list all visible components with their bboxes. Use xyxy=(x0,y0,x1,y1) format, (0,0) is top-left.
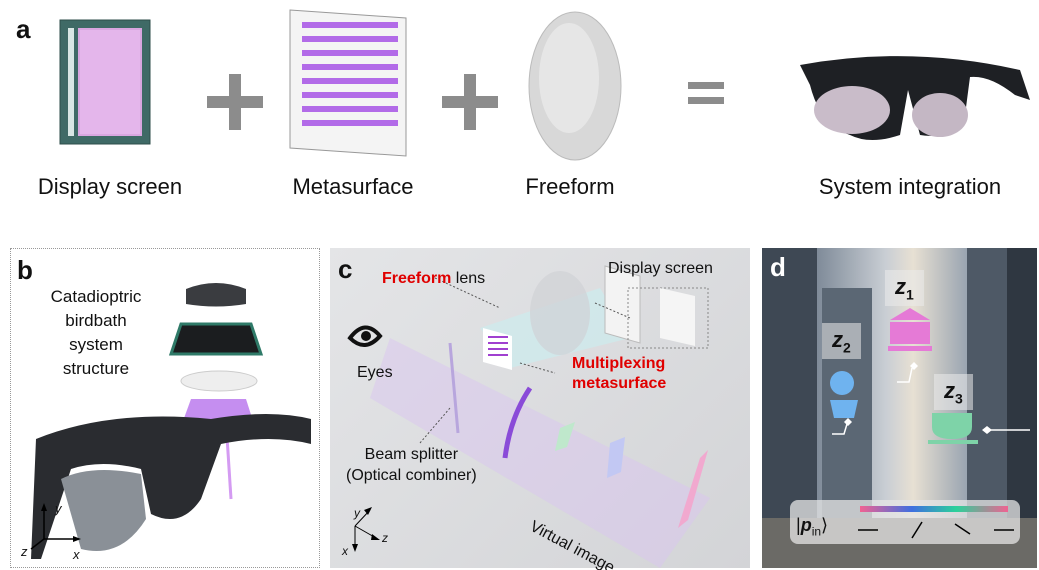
panel-a-label: a xyxy=(16,14,31,44)
panel-d: d z1 z2 z3 |pin⟩ xyxy=(762,248,1037,568)
polarization-arrows xyxy=(858,521,1014,539)
label-line: (Optical combiner) xyxy=(346,467,477,484)
label-line: metasurface xyxy=(572,375,667,392)
lens-word: lens xyxy=(451,270,486,287)
sub: 3 xyxy=(955,390,963,407)
optical-path-diagram xyxy=(347,265,710,568)
text-line: structure xyxy=(62,359,130,378)
var: z xyxy=(832,327,843,352)
label-line: Multiplexing xyxy=(572,355,666,372)
depth-z3-label: z3 xyxy=(934,374,973,411)
depth-z2-label: z2 xyxy=(822,323,861,360)
freeform-word: Freeform xyxy=(382,270,452,287)
ar-glasses-illustration xyxy=(800,56,1030,140)
panel-c: c Freeform lens Display screen Multiplex… xyxy=(330,248,750,570)
var: z xyxy=(895,274,906,299)
caption-display-screen: Display screen xyxy=(37,174,183,199)
depth-z1-label: z1 xyxy=(885,270,924,307)
eyes-label: Eyes xyxy=(357,364,393,381)
var: z xyxy=(944,378,955,403)
equals-operator xyxy=(688,82,724,104)
display-screen-illustration xyxy=(59,19,151,145)
multiplexing-metasurface-label: Multiplexing metasurface xyxy=(572,354,666,394)
panel-b: b Catadioptric birdbath system structure… xyxy=(10,248,320,568)
p-subscript: in xyxy=(811,524,822,539)
axis-z-label: z xyxy=(21,544,28,559)
caption-freeform: Freeform xyxy=(525,174,615,199)
panel-d-label: d xyxy=(770,252,786,282)
beam-splitter-label: Beam splitter (Optical combiner) xyxy=(346,444,477,486)
text-line: birdbath xyxy=(65,311,127,330)
panel-b-label: b xyxy=(17,255,33,285)
freeform-lens-illustration xyxy=(528,11,622,161)
axis-y-label: y xyxy=(354,506,360,520)
plus-operator-2 xyxy=(442,74,498,130)
text-line: system xyxy=(69,335,123,354)
display-screen-label: Display screen xyxy=(608,260,713,277)
virtual-icons-overlay xyxy=(830,308,1030,444)
structure-description: Catadioptric birdbath system structure xyxy=(41,285,151,381)
polarization-input-label: |pin⟩ xyxy=(796,515,829,539)
exploded-glasses-illustration xyxy=(31,283,311,559)
text-line: Catadioptric xyxy=(50,287,142,306)
caption-system-integration: System integration xyxy=(818,174,1002,199)
panel-c-label: c xyxy=(338,254,353,284)
polarization-color-bar xyxy=(858,506,1014,539)
caption-metasurface: Metasurface xyxy=(292,174,414,199)
freeform-lens-label: Freeform lens xyxy=(382,270,485,288)
bank-icon xyxy=(888,308,932,351)
axes-icon xyxy=(30,503,81,550)
sub: 2 xyxy=(843,339,851,356)
sub: 1 xyxy=(906,286,914,303)
axis-y-label: y xyxy=(55,501,62,516)
metasurface-illustration xyxy=(289,9,407,157)
axis-z-label: z xyxy=(382,531,388,545)
flower-pot-icon xyxy=(830,371,858,418)
cup-icon xyxy=(928,413,978,444)
axis-x-label: x xyxy=(342,544,348,558)
label-line: Beam splitter xyxy=(364,446,459,463)
axis-x-label: x xyxy=(73,547,80,562)
p-symbol: p xyxy=(800,515,812,535)
plus-operator-1 xyxy=(207,74,263,130)
